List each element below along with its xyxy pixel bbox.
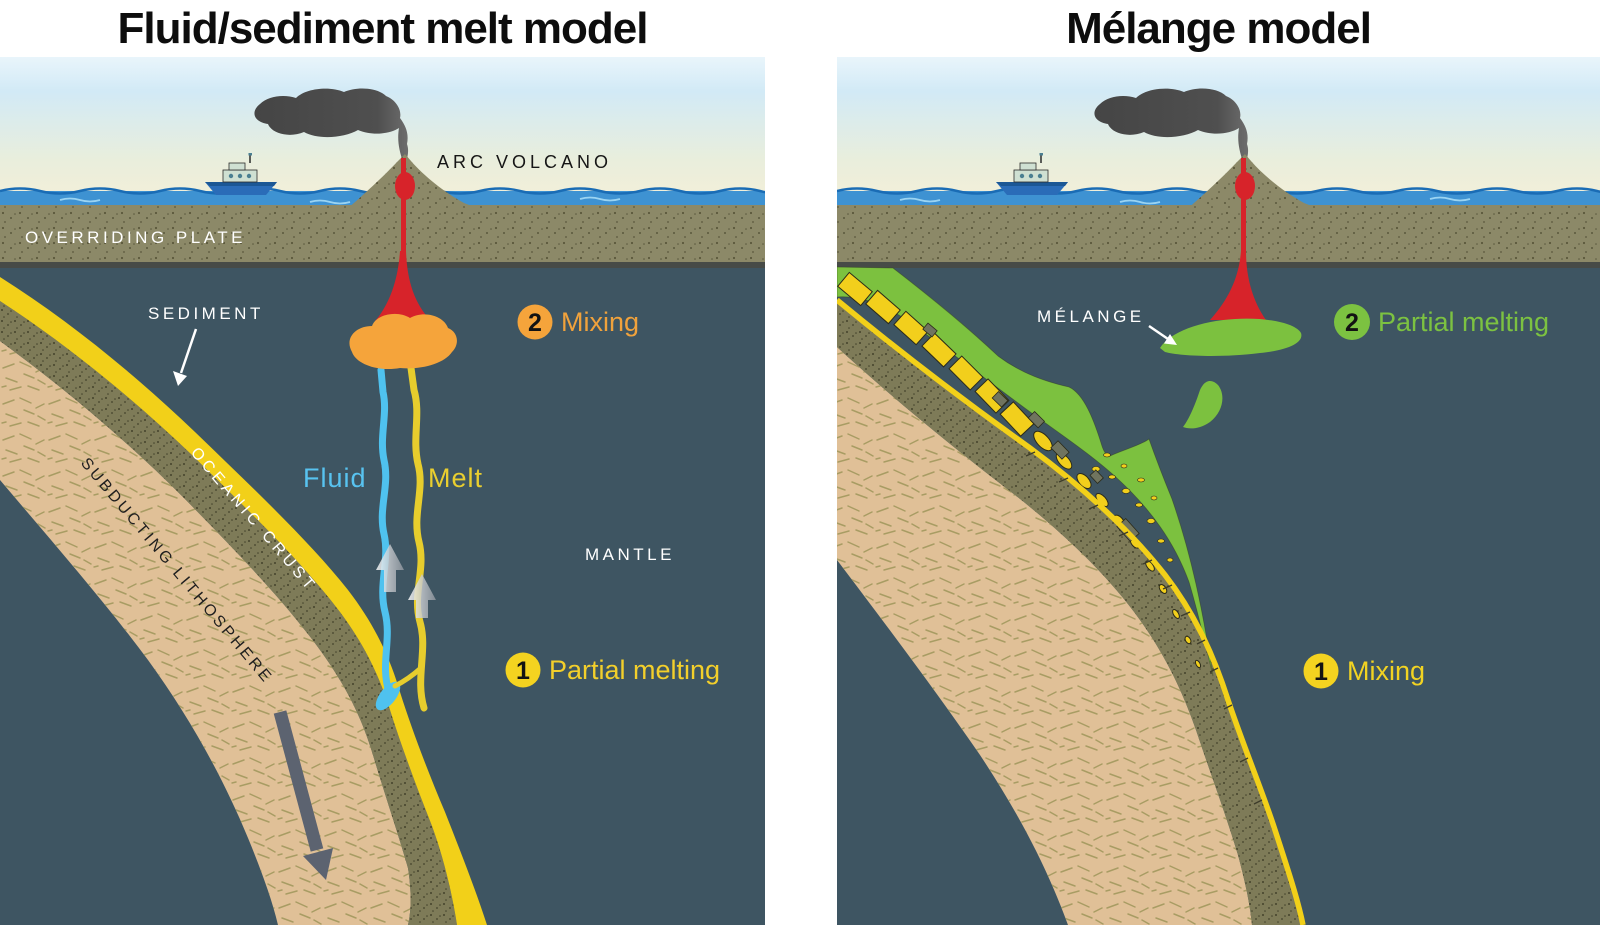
overriding-plate-label: OVERRIDING PLATE [25,228,246,247]
overriding-plate [0,205,765,268]
magma-conduit [375,158,431,321]
sediment-blocks [837,271,1202,669]
oceanic-crust-layer [0,301,457,925]
subducting-slab [837,300,1303,925]
step-label: Mixing [1347,656,1425,686]
oceanic-crust-layer [837,300,1303,925]
step-label: Partial melting [1378,307,1549,337]
step-badge-mixing: 2 Mixing [517,304,639,340]
subducting-slab [0,277,487,925]
step-number: 2 [1345,309,1359,337]
mantle-label: MANTLE [585,545,675,564]
left-panel-diagram: OCEANIC CRUST SUBDUCTING LITHOSPHERE ARC… [0,57,765,925]
arc-volcano-label: ARC VOLCANO [437,152,612,172]
step-number: 2 [528,309,542,337]
step-badge-partial-melting: 2 Partial melting [1334,304,1549,340]
magma-mixing-blob [349,313,457,370]
sediment-veneer-line [837,297,1306,925]
ascent-arrow-icon [376,544,404,592]
magma-conduit [1210,158,1266,320]
melange-diapir [1160,318,1302,356]
fluid-label: Fluid [303,463,367,493]
melange-callout: MÉLANGE [1037,307,1177,345]
right-panel-diagram: MÉLANGE 2 Partial melting 1 Mixing [837,57,1600,925]
melange-arrow-icon [1164,334,1177,345]
lithosphere-layer [0,341,411,925]
fracture-ticks [1025,451,1263,805]
melt-label: Melt [428,463,483,493]
subduction-arrow-icon [273,710,333,880]
overriding-plate [837,205,1600,268]
plate-shadow-line [837,262,1600,268]
step-label: Mixing [561,307,639,337]
plate-shadow-line [0,262,765,268]
step-label: Partial melting [549,655,720,685]
ascent-arrow-icon [408,574,436,618]
step-number: 1 [516,657,530,685]
step-badge-partial-melting: 1 Partial melting [505,652,720,688]
sediment-arrow-icon [173,371,187,386]
fluid-source-patch [375,681,401,711]
melange-teardrop [1183,380,1223,429]
melt-line [407,364,428,712]
left-panel-title: Fluid/sediment melt model [117,3,649,53]
melange-label: MÉLANGE [1037,307,1145,326]
sediment-callout: SEDIMENT [148,304,264,386]
ascent-arrow-icons [376,544,436,618]
step-number: 1 [1314,658,1328,686]
melt-line-fork [392,665,424,689]
step-badge-mixing: 1 Mixing [1303,653,1425,689]
sediment-bits [1091,452,1174,563]
lithosphere-layer [837,347,1252,925]
sediment-label: SEDIMENT [148,304,264,323]
melange-channel [837,266,1214,677]
right-panel-title: Mélange model [1066,3,1372,53]
fluid-line [377,366,393,696]
